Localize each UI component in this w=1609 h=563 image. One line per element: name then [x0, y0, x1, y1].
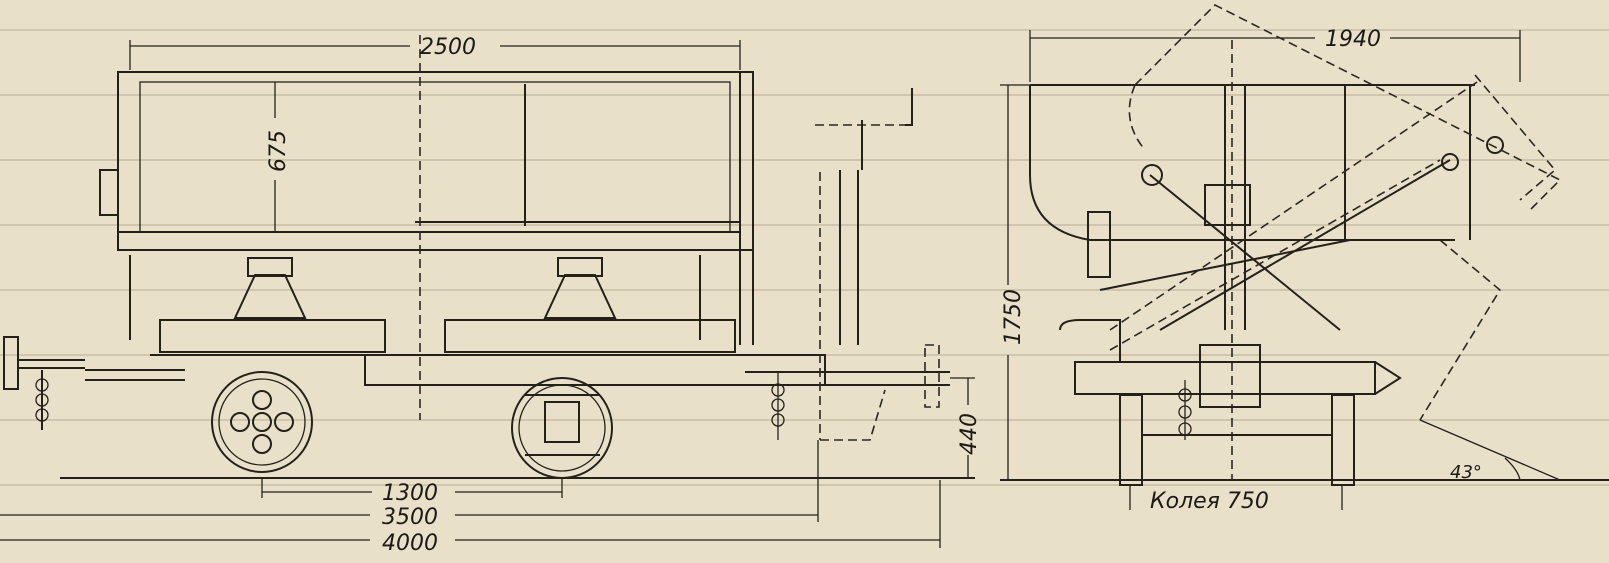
coupler-left	[3, 336, 85, 430]
body-supports	[129, 255, 701, 340]
dim-frame-length: 3500	[382, 505, 438, 530]
dim-gauge: Колея 750	[1150, 489, 1269, 514]
wheel-right	[511, 377, 613, 479]
end-frame	[1059, 319, 1402, 486]
dim-overall-width: 1940	[1325, 27, 1381, 52]
tipping-mechanism	[1087, 136, 1504, 408]
dim-wheelbase: 1300	[382, 481, 438, 506]
wheel-left	[211, 371, 313, 473]
dim-body-height: 675	[266, 130, 291, 172]
coupler-right	[771, 344, 940, 440]
side-view: 2500 675 1300 3500 4000 440	[0, 35, 982, 556]
dimension-lines-side	[0, 40, 975, 548]
end-view: 1940 1750 Колея 750 43°	[1000, 4, 1609, 514]
dim-overall-length: 4000	[382, 531, 438, 556]
dim-tilt-angle: 43°	[1450, 462, 1482, 483]
dimension-lines-end	[1000, 30, 1561, 510]
car-body	[99, 35, 754, 420]
paper-texture	[0, 29, 1609, 486]
dim-body-length: 2500	[420, 35, 476, 60]
brake-lever	[815, 88, 913, 441]
dim-coupler-height: 440	[957, 413, 982, 455]
frame	[85, 319, 950, 386]
tipped-body	[1109, 4, 1562, 421]
dim-overall-height: 1750	[1001, 289, 1026, 345]
